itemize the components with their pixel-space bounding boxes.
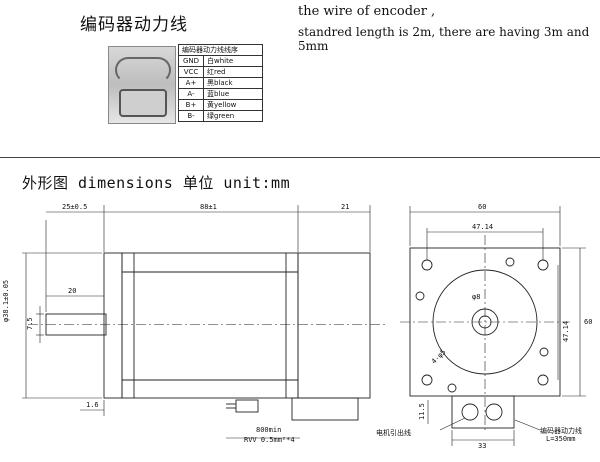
dimensions-title: 外形图 dimensions 单位 unit:mm xyxy=(22,174,291,192)
encoder-cable-title: 编码器动力线 xyxy=(80,15,188,35)
encoder-description-line-1: the wire of encoder , xyxy=(298,4,436,19)
dim-bottom-width: 33 xyxy=(478,442,487,450)
dim-side-offset: 11.5 xyxy=(418,403,426,420)
dim-rear-length: 21 xyxy=(341,203,350,211)
dim-hole-spacing-horizontal: 47.14 xyxy=(472,223,494,231)
cable-length-label: 800min xyxy=(256,426,282,434)
color-cell: 绿green xyxy=(203,110,263,122)
bolt-hole xyxy=(505,257,515,267)
dim-front-height: 60 xyxy=(584,318,593,326)
side-view-motor xyxy=(45,252,371,421)
dim-shaft-length: 20 xyxy=(68,287,77,295)
side-dimensions xyxy=(22,205,371,439)
connector-port xyxy=(485,403,503,421)
bolt-hole xyxy=(415,291,425,301)
dim-flange-thickness: 1.6 xyxy=(86,401,99,409)
front-flange xyxy=(103,252,123,399)
cable-spec-label: RVV 0.5mm²*4 xyxy=(244,436,295,444)
connector-photo xyxy=(108,46,176,124)
cable-loop-image xyxy=(115,57,171,83)
encoder-housing xyxy=(291,397,359,421)
table-row: A-蓝blue xyxy=(178,88,263,100)
front-dimensions xyxy=(409,206,586,446)
mount-hole xyxy=(537,374,549,386)
encoder-description-line-2: standred length is 2m, there are having … xyxy=(298,25,590,53)
rear-cap xyxy=(297,252,371,399)
cable-gland xyxy=(235,399,259,413)
dim-shaft-diameter: φ38.1±0.05 xyxy=(2,279,10,322)
connector-port xyxy=(461,403,479,421)
table-row: B-绿green xyxy=(178,110,263,122)
encoder-lead-label: 编码器动力线 xyxy=(540,427,582,435)
mount-hole xyxy=(537,259,549,271)
dim-body-length: 88±1 xyxy=(200,203,217,211)
motor-body xyxy=(121,252,299,399)
section-divider xyxy=(0,157,600,158)
bolt-hole xyxy=(447,383,457,393)
dim-front-width: 60 xyxy=(478,203,487,211)
bolt-hole xyxy=(539,347,549,357)
dim-shaft-bore: φ8 xyxy=(472,293,481,301)
dim-hole-spacing-vertical: 47.14 xyxy=(562,320,570,342)
mount-hole xyxy=(421,374,433,386)
encoder-lead-length: L=350mm xyxy=(546,435,576,443)
connector-housing xyxy=(451,395,515,429)
motor-lead-label: 电机引出线 xyxy=(376,429,411,437)
mount-hole xyxy=(421,259,433,271)
db-connector-image xyxy=(119,89,167,117)
dim-boss: 7.5 xyxy=(26,317,34,330)
dim-flange-length: 25±0.5 xyxy=(62,203,88,211)
